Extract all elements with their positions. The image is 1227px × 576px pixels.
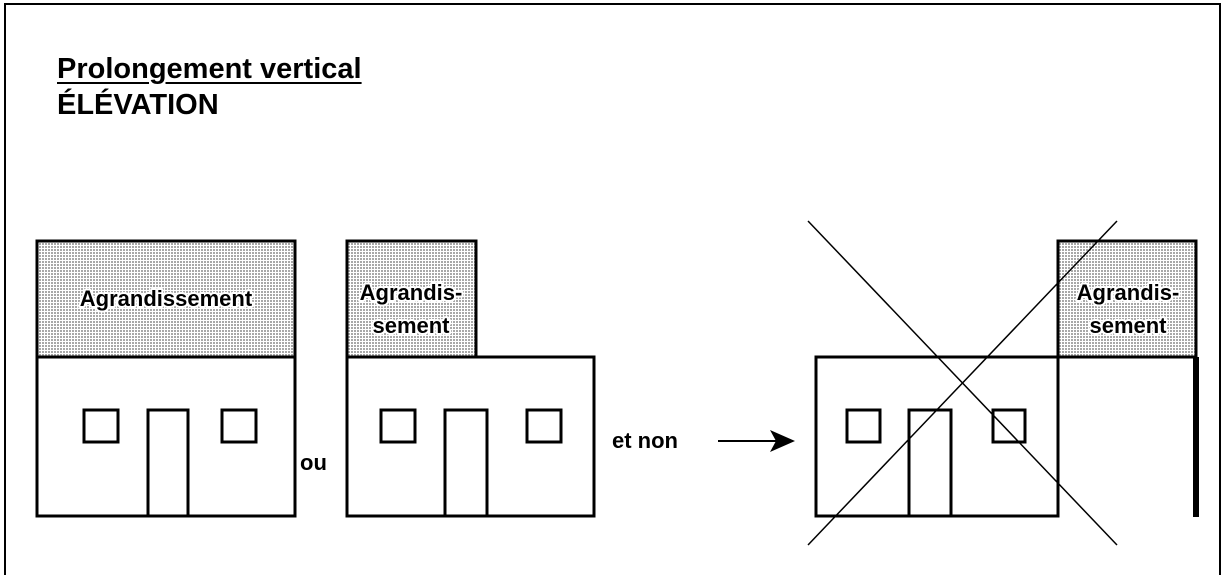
- house-3-window-right: [991, 408, 1027, 444]
- title-line-2: ÉLÉVATION: [57, 89, 219, 121]
- house-1-window-left: [82, 408, 120, 444]
- house-1-window-right: [220, 408, 258, 444]
- arrow-right-icon: [718, 430, 795, 452]
- house-3-side-extension-block: [1056, 239, 1198, 359]
- figure-frame: [4, 3, 1221, 575]
- house-1-door: [146, 408, 190, 518]
- connector-et-non: et non: [612, 428, 678, 453]
- cross-out-mark: [807, 220, 1118, 546]
- house-3-incorrect-example: Agrandis- sement: [807, 220, 1199, 546]
- house-2-partial-extension: Agrandis- sement: [345, 239, 596, 518]
- house-2-extension-label-line-2: sement: [372, 313, 450, 338]
- house-1-full-extension: Agrandissement: [35, 239, 297, 518]
- house-3-window-left: [845, 408, 882, 444]
- house-2-extension-block: [345, 239, 478, 359]
- figure-title: Prolongement vertical ÉLÉVATION: [57, 52, 362, 122]
- house-1-extension-label: Agrandissement: [80, 286, 253, 311]
- house-2-window-left: [379, 408, 417, 444]
- connector-ou: ou: [300, 450, 327, 475]
- title-line-1: Prolongement vertical: [57, 53, 362, 85]
- house-3-door: [907, 408, 953, 518]
- house-3-extension-label-line-1: Agrandis-: [1077, 280, 1180, 305]
- house-2-extension-label-line-1: Agrandis-: [360, 280, 463, 305]
- house-2-window-right: [525, 408, 563, 444]
- house-2-door: [443, 408, 489, 518]
- house-3-extension-label-line-2: sement: [1089, 313, 1167, 338]
